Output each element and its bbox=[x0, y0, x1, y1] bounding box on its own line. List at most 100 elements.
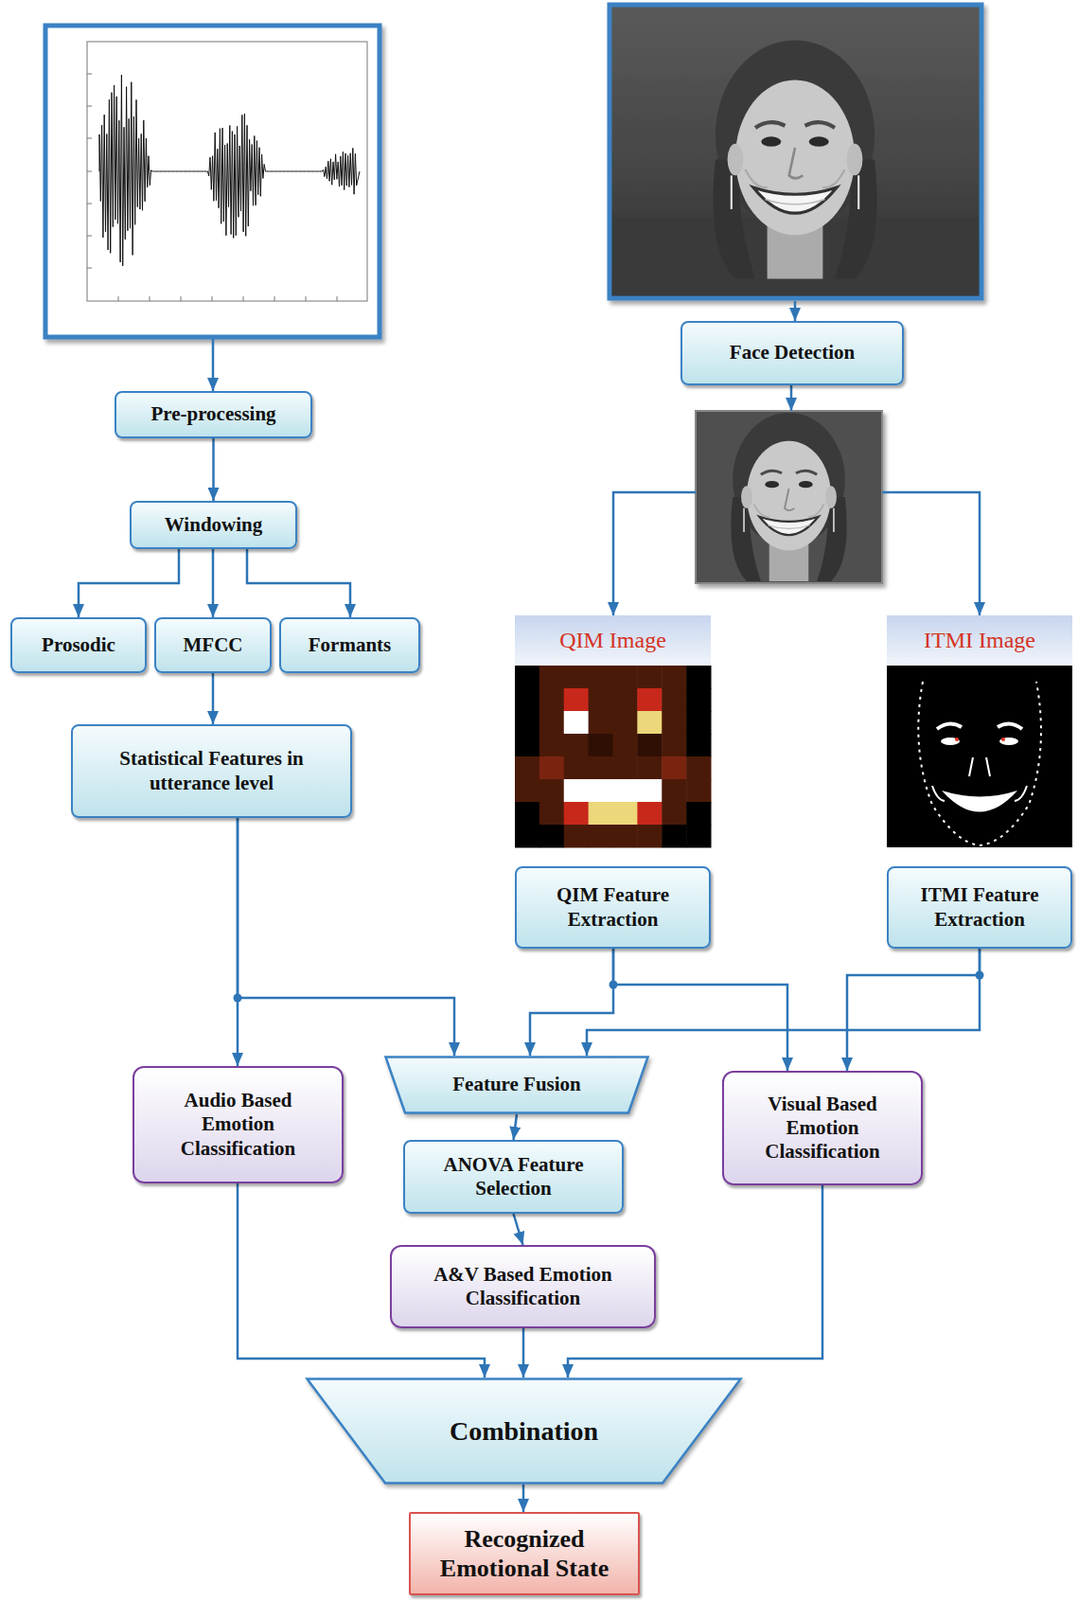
qim-cell bbox=[539, 688, 565, 712]
qim-cell bbox=[686, 710, 711, 735]
flow-arrow bbox=[790, 385, 794, 411]
itmi-outline bbox=[918, 681, 1042, 846]
box-label: Feature Fusion bbox=[452, 1072, 582, 1096]
qim-cell bbox=[636, 756, 662, 780]
qim-cell bbox=[539, 665, 565, 690]
qim-cell bbox=[514, 688, 540, 712]
speech-waveform bbox=[99, 74, 360, 266]
qim-cell bbox=[588, 710, 614, 735]
result-box: Recognized Emotional State bbox=[408, 1511, 640, 1595]
flow-arrow bbox=[613, 492, 696, 616]
qim-cell bbox=[539, 778, 565, 803]
itmi-eye bbox=[940, 737, 960, 745]
box-label: Face Detection bbox=[729, 340, 855, 365]
process-box: Pre-processing bbox=[114, 390, 313, 439]
flow-connector bbox=[212, 438, 215, 501]
itmi-ground bbox=[886, 665, 1073, 848]
qim-cell bbox=[661, 665, 687, 690]
plot-frame bbox=[87, 41, 368, 301]
itmi-eye bbox=[999, 737, 1019, 745]
box-label: Formants bbox=[308, 633, 392, 657]
qim-image bbox=[514, 665, 712, 849]
qim-cell bbox=[686, 801, 711, 826]
feature-box: MFCC bbox=[154, 617, 272, 673]
waveform-panel bbox=[45, 25, 380, 337]
qim-cell bbox=[588, 778, 614, 803]
fusion-trapezoid: Feature Fusion bbox=[384, 1055, 650, 1114]
process-box: ITMI Feature Extraction bbox=[886, 865, 1073, 949]
flow-connector bbox=[78, 548, 179, 618]
process-box: QIM Feature Extraction bbox=[514, 865, 711, 949]
panel-heading: QIM Image bbox=[514, 615, 711, 666]
itmi-image bbox=[886, 665, 1073, 848]
trapezoid-shape bbox=[386, 1057, 649, 1114]
itmi-nose bbox=[969, 757, 990, 777]
flow-connector bbox=[613, 948, 788, 1071]
flow-connector bbox=[237, 817, 455, 1056]
flow-connector bbox=[212, 548, 215, 618]
qim-cell bbox=[613, 665, 638, 690]
classifier-box: Visual Based Emotion Classification bbox=[722, 1070, 923, 1185]
qim-cell bbox=[636, 801, 662, 826]
box-label: Windowing bbox=[164, 512, 264, 537]
itmi-brow bbox=[936, 723, 962, 729]
feature-box: Prosodic bbox=[10, 617, 147, 673]
box-label: Visual Based Emotion Classification bbox=[752, 1092, 893, 1165]
itmi-brow bbox=[997, 723, 1023, 729]
qim-cell bbox=[613, 778, 638, 803]
qim-cell bbox=[564, 733, 589, 758]
qim-cell bbox=[636, 824, 662, 849]
qim-cell bbox=[564, 801, 589, 826]
qim-cell bbox=[588, 688, 614, 712]
qim-cell bbox=[636, 710, 662, 735]
qim-cell bbox=[564, 756, 589, 780]
flow-connector bbox=[247, 548, 351, 618]
itmi-mouth bbox=[941, 790, 1018, 813]
qim-cell bbox=[514, 710, 540, 735]
qim-cell bbox=[613, 801, 638, 826]
image-panel: QIM Image bbox=[514, 615, 711, 848]
qim-cell bbox=[613, 824, 638, 849]
box-label: A&V Based Emotion Classification bbox=[429, 1262, 617, 1310]
x-ticks bbox=[118, 296, 337, 301]
qim-cell bbox=[661, 688, 687, 712]
flow-connector bbox=[522, 1327, 526, 1378]
qim-cell bbox=[564, 710, 589, 735]
flow-arrow bbox=[882, 492, 980, 616]
photo-frame bbox=[609, 4, 982, 299]
qim-cell bbox=[539, 801, 565, 826]
flow-connector bbox=[513, 1213, 524, 1245]
qim-cell bbox=[539, 756, 565, 780]
box-label: ITMI Feature Extraction bbox=[912, 883, 1047, 931]
qim-cell bbox=[514, 778, 540, 803]
box-label: QIM Feature Extraction bbox=[545, 883, 681, 931]
process-box: Face Detection bbox=[680, 320, 904, 386]
feature-box: Formants bbox=[279, 617, 421, 673]
cropped-face bbox=[695, 410, 883, 584]
qim-cell bbox=[661, 824, 687, 849]
box-label: Combination bbox=[449, 1414, 599, 1448]
flow-connector bbox=[586, 948, 980, 1056]
classifier-box: Audio Based Emotion Classification bbox=[132, 1065, 344, 1184]
box-label: Pre-processing bbox=[150, 402, 276, 426]
itmi-cheek bbox=[932, 785, 1027, 801]
flow-connector bbox=[530, 948, 614, 1056]
qim-cell bbox=[539, 824, 565, 849]
qim-cell bbox=[588, 665, 614, 690]
process-box: Windowing bbox=[129, 500, 298, 549]
panel-heading: ITMI Image bbox=[886, 615, 1073, 666]
y-ticks bbox=[87, 73, 92, 268]
itmi-dot bbox=[954, 737, 959, 742]
qim-cell bbox=[514, 733, 540, 758]
photo-face bbox=[712, 40, 877, 280]
crop-frame bbox=[695, 410, 883, 584]
qim-cell bbox=[564, 665, 589, 690]
qim-cell bbox=[564, 824, 589, 849]
qim-cell bbox=[564, 778, 589, 803]
qim-cell bbox=[636, 665, 662, 690]
panel-frame bbox=[45, 25, 380, 337]
layout-arrows bbox=[212, 300, 980, 616]
qim-cell bbox=[661, 756, 687, 780]
qim-cell bbox=[686, 688, 711, 712]
